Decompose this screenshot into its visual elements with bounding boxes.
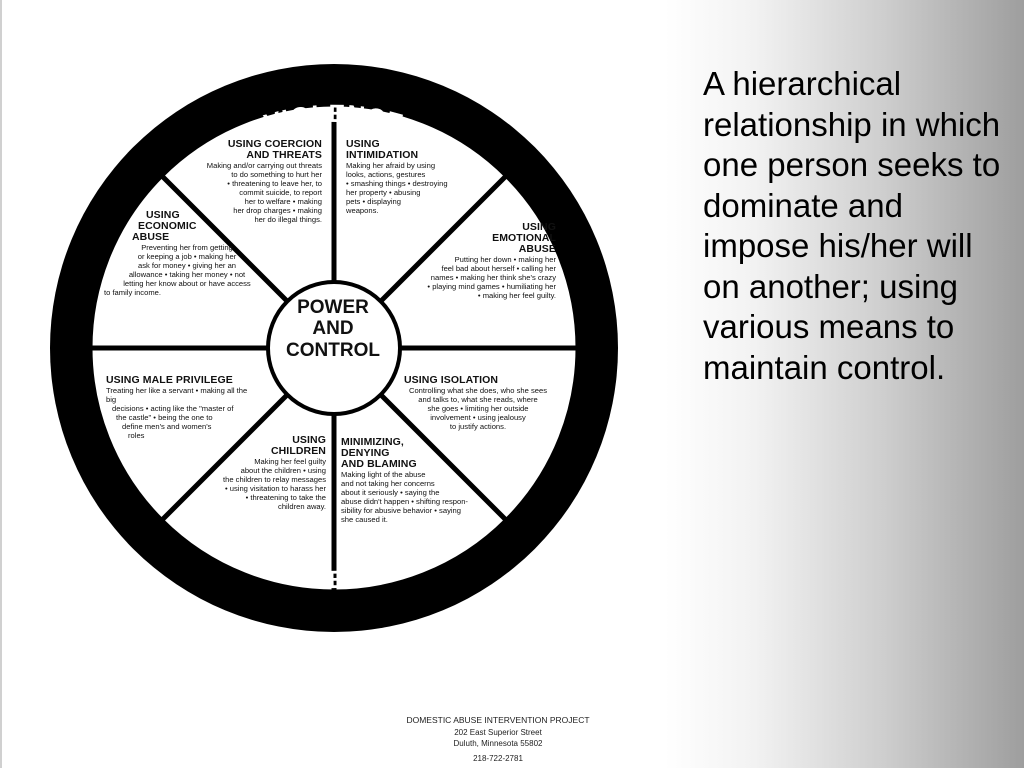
slice-using-children: USING CHILDREN Making her feel guilty ab… (196, 434, 326, 511)
slice-minimizing-body-4: abuse didn't happen • shifting respon- (341, 496, 468, 506)
slice-intimidation-body-6: weapons. (346, 205, 379, 215)
slice-economic-heading-2: ECONOMIC (138, 220, 197, 233)
slice-isolation-heading: USING ISOLATION (404, 374, 499, 386)
slice-coercion-heading-2: AND THREATS (246, 149, 322, 162)
slice-minimizing-body-6: she caused it. (341, 514, 388, 524)
slice-children-body-1: Making her feel guilty (254, 457, 326, 467)
slice-coercion-body-4: commit suicide, to report (239, 187, 322, 197)
slice-isolation-body-4: involvement • using jealousy (430, 412, 526, 422)
slice-coercion-body-3: • threatening to leave her, to (227, 178, 322, 188)
slice-emotional-heading-3: ABUSE (518, 243, 556, 256)
slice-economic-body-3: ask for money • giving her an (137, 260, 237, 270)
slice-emotional-body-4: • playing mind games • humiliating her (427, 281, 556, 291)
slice-intimidation: USING INTIMIDATION Making her afraid by … (346, 138, 466, 215)
slice-emotional-body-5: • making her feel guilty. (477, 290, 556, 300)
slice-minimizing-body-2: and not taking her concerns (341, 479, 435, 489)
slice-privilege-body-5: define men's and women's (122, 421, 212, 431)
source-footer: DOMESTIC ABUSE INTERVENTION PROJECT 202 … (400, 715, 596, 765)
spoke-top-right (379, 174, 508, 303)
slice-economic-heading-3: ABUSE (132, 231, 170, 244)
slice-isolation-body-3: she goes • limiting her outside (427, 403, 529, 413)
slice-children-body-6: children away. (278, 501, 326, 511)
slice-male-privilege: USING MALE PRIVILEGE Treating her like a… (106, 374, 266, 440)
spoke-top-left (160, 174, 289, 303)
power-control-wheel: PHYSICAL VIOLENCE SEXUAL PHYSICAL VIOLEN… (50, 64, 618, 632)
slice-intimidation-body-5: pets • displaying (346, 196, 402, 206)
slice-privilege-body-6: roles (128, 430, 145, 440)
slice-intimidation-body-1: Making her afraid by using (346, 161, 436, 171)
slice-coercion-body-6: her drop charges • making (233, 205, 322, 215)
slice-emotional-body-3: names • making her think she's crazy (430, 272, 556, 282)
slice-intimidation-body-2: looks, actions, gestures (346, 170, 426, 179)
footer-organization: DOMESTIC ABUSE INTERVENTION PROJECT (406, 715, 590, 725)
slice-minimizing-heading-1: MINIMIZING, (341, 436, 404, 448)
slice-intimidation-body-4: her property • abusing (346, 187, 421, 197)
slice-emotional-heading-2: EMOTIONAL (492, 232, 556, 245)
slice-isolation-body-2: and talks to, what she reads, where (418, 394, 538, 404)
center-line-1: POWER (297, 297, 369, 318)
slice-intimidation-heading-2: INTIMIDATION (346, 149, 419, 162)
slice-privilege-body-1: Treating her like a servant • making all… (106, 386, 248, 396)
slice-minimizing-body-5: sibility for abusive behavior • saying (341, 505, 461, 515)
definition-text: A hierarchical relationship in which one… (703, 65, 1001, 387)
slice-minimizing-body-1: Making light of the abuse (341, 470, 426, 480)
slice-children-heading-1: USING (292, 434, 326, 446)
slice-coercion-heading-1: USING COERCION (227, 138, 322, 150)
center-label-power-and-control: POWER AND CONTROL (271, 297, 395, 361)
slice-coercion-body-1: Making and/or carrying out threats (206, 161, 322, 171)
footer-phone: 218-722-2781 (473, 754, 523, 764)
slice-emotional-body-2: feel bad about herself • calling her (441, 264, 556, 274)
slice-privilege-body-4: the castle" • being the one to (116, 412, 213, 422)
slice-economic-body-1: Preventing her from getting (141, 243, 233, 253)
slice-children-body-2: about the children • using (240, 466, 326, 475)
slice-economic-body-5: letting her know about or have access (123, 278, 251, 288)
slice-privilege-body-2: big (106, 394, 117, 404)
slice-economic-body-6: to family income. (104, 287, 161, 297)
footer-street: 202 East Superior Street (454, 728, 542, 738)
slice-coercion-threats: USING COERCION AND THREATS Making and/or… (186, 138, 322, 224)
slice-emotional-body-1: Putting her down • making her (454, 255, 556, 265)
slice-economic-abuse: USING ECONOMIC ABUSE Preventing her from… (104, 209, 270, 297)
slice-children-body-3: the children to relay messages (223, 474, 326, 484)
spokes (91, 105, 577, 591)
slice-children-body-5: • threatening to take the (245, 492, 326, 502)
center-line-3: CONTROL (286, 339, 380, 361)
slice-children-body-4: • using visitation to harass her (224, 483, 326, 493)
slice-privilege-heading: USING MALE PRIVILEGE (106, 374, 233, 386)
center-line-2: AND (312, 318, 354, 340)
spoke-bottom-left (160, 393, 289, 522)
slice-intimidation-body-3: • smashing things • destroying (346, 178, 448, 188)
slice-emotional-abuse: USING EMOTIONAL ABUSE Putting her down •… (400, 221, 556, 300)
slice-intimidation-heading-1: USING (346, 138, 380, 150)
spoke-bottom-right (379, 393, 508, 522)
slice-isolation: USING ISOLATION Controlling what she doe… (398, 374, 558, 431)
footer-city: Duluth, Minnesota 55802 (453, 739, 543, 749)
slice-economic-body-2: or keeping a job • making her (137, 252, 237, 262)
slice-minimizing-heading-2: DENYING (341, 447, 390, 460)
slice-children-heading-2: CHILDREN (270, 445, 326, 458)
slice-coercion-body-7: her do illegal things. (254, 214, 322, 224)
slice-coercion-body-5: her to welfare • making (244, 196, 322, 206)
slice-privilege-body-3: decisions • acting like the "master of (112, 403, 234, 413)
slice-minimizing-denying-blaming: MINIMIZING, DENYING AND BLAMING Making l… (341, 436, 481, 524)
slice-economic-heading-1: USING (146, 209, 180, 221)
slice-coercion-body-2: to do something to hurt her (231, 170, 322, 179)
slice-minimizing-heading-3: AND BLAMING (341, 458, 417, 471)
center-hub (266, 280, 402, 416)
text-panel (665, 0, 1024, 768)
slice-isolation-body-1: Controlling what she does, who she sees (408, 386, 548, 396)
slice-emotional-heading-1: USING (522, 221, 556, 233)
slice-isolation-body-5: to justify actions. (449, 421, 507, 431)
slice-economic-body-4: allowance • taking her money • not (128, 269, 246, 279)
slice-minimizing-body-3: about it seriously • saying the (341, 487, 440, 497)
